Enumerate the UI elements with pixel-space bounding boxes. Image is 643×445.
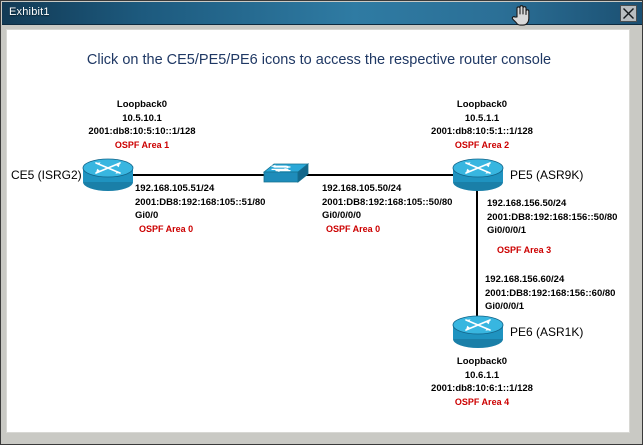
ce5-loopback-ipv6: 2001:db8:10:5:10::1/128 [88,126,196,137]
pe6-loopback-ospf: OSPF Area 4 [454,396,510,407]
ce5-loopback-ospf: OSPF Area 1 [114,139,170,150]
close-x-icon [623,8,634,19]
pointing-hand-cursor [510,3,532,27]
pe6-interface-up-name: Gi0/0/0/1 [485,301,525,312]
pe6-loopback-block: Loopback0 10.6.1.1 2001:db8:10:6:1::1/12… [397,355,567,409]
pe6-interface-up-block: 192.168.156.60/24 2001:DB8:192:168:156::… [485,273,615,314]
pe5-loopback-block: Loopback0 10.5.1.1 2001:db8:10:5:1::1/12… [397,98,567,152]
pe6-loopback-ipv6: 2001:db8:10:6:1::1/128 [431,383,533,394]
pe5-interface-left-ipv4: 192.168.105.50/24 [322,183,402,194]
device-pe5[interactable] [450,157,506,193]
ce5-interface-ipv4: 192.168.105.51/24 [135,183,215,194]
window-title-bar: Exhibit1 [2,2,642,27]
pe5-interface-down-ipv4: 192.168.156.50/24 [487,198,567,209]
ce5-interface-block: 192.168.105.51/24 2001:DB8:192:168:105::… [135,182,265,236]
device-pe5-label: PE5 (ASR9K) [510,168,584,182]
pe5-interface-down-ospf: OSPF Area 3 [497,244,552,255]
pe5-loopback-ipv6: 2001:db8:10:5:1::1/128 [431,126,533,137]
device-switch [260,160,312,188]
diagram-canvas: Click on the CE5/PE5/PE6 icons to access… [6,29,630,433]
router-icon [82,158,134,191]
pe6-loopback-title: Loopback0 [456,356,508,367]
device-pe6-label: PE6 (ASR1K) [510,325,584,339]
device-pe6[interactable] [450,314,506,350]
close-button[interactable] [620,5,637,22]
device-ce5-label: CE5 (ISRG2) [11,168,82,182]
pe6-interface-up-ipv6: 2001:DB8:192:168:156::60/80 [485,287,616,299]
ce5-interface-ipv6: 2001:DB8:192:168:105::51/80 [135,196,266,208]
link-pe5-to-pe6 [476,180,478,330]
pe5-interface-down-ipv6: 2001:DB8:192:168:156::50/80 [487,211,618,223]
pe5-loopback-ipv4: 10.5.1.1 [464,112,500,124]
pe6-loopback-ipv4: 10.6.1.1 [464,369,500,381]
switch-icon [262,163,310,183]
ce5-loopback-title: Loopback0 [116,99,168,110]
pe5-loopback-title: Loopback0 [456,99,508,110]
pe5-interface-left-block: 192.168.105.50/24 2001:DB8:192:168:105::… [322,182,452,236]
ce5-interface-name: Gi0/0 [135,210,159,221]
pe5-interface-left-ospf: OSPF Area 0 [326,223,381,234]
router-icon [452,158,504,191]
ce5-loopback-block: Loopback0 10.5.10.1 2001:db8:10:5:10::1/… [57,98,227,152]
pe5-interface-left-ipv6: 2001:DB8:192:168:105::50/80 [322,196,453,208]
pe5-interface-down-name: Gi0/0/0/1 [487,225,527,236]
window-title: Exhibit1 [9,6,50,18]
ce5-interface-ospf: OSPF Area 0 [139,223,194,234]
pe6-interface-up-ipv4: 192.168.156.60/24 [485,274,565,285]
device-ce5[interactable] [80,157,136,193]
ce5-loopback-ipv4: 10.5.10.1 [122,112,162,124]
router-icon [452,315,504,348]
pe5-interface-down-block: 192.168.156.50/24 2001:DB8:192:168:156::… [487,197,617,257]
pe5-interface-left-name: Gi0/0/0/0 [322,210,362,221]
page-title: Click on the CE5/PE5/PE6 icons to access… [86,52,552,68]
pe5-loopback-ospf: OSPF Area 2 [454,139,510,150]
